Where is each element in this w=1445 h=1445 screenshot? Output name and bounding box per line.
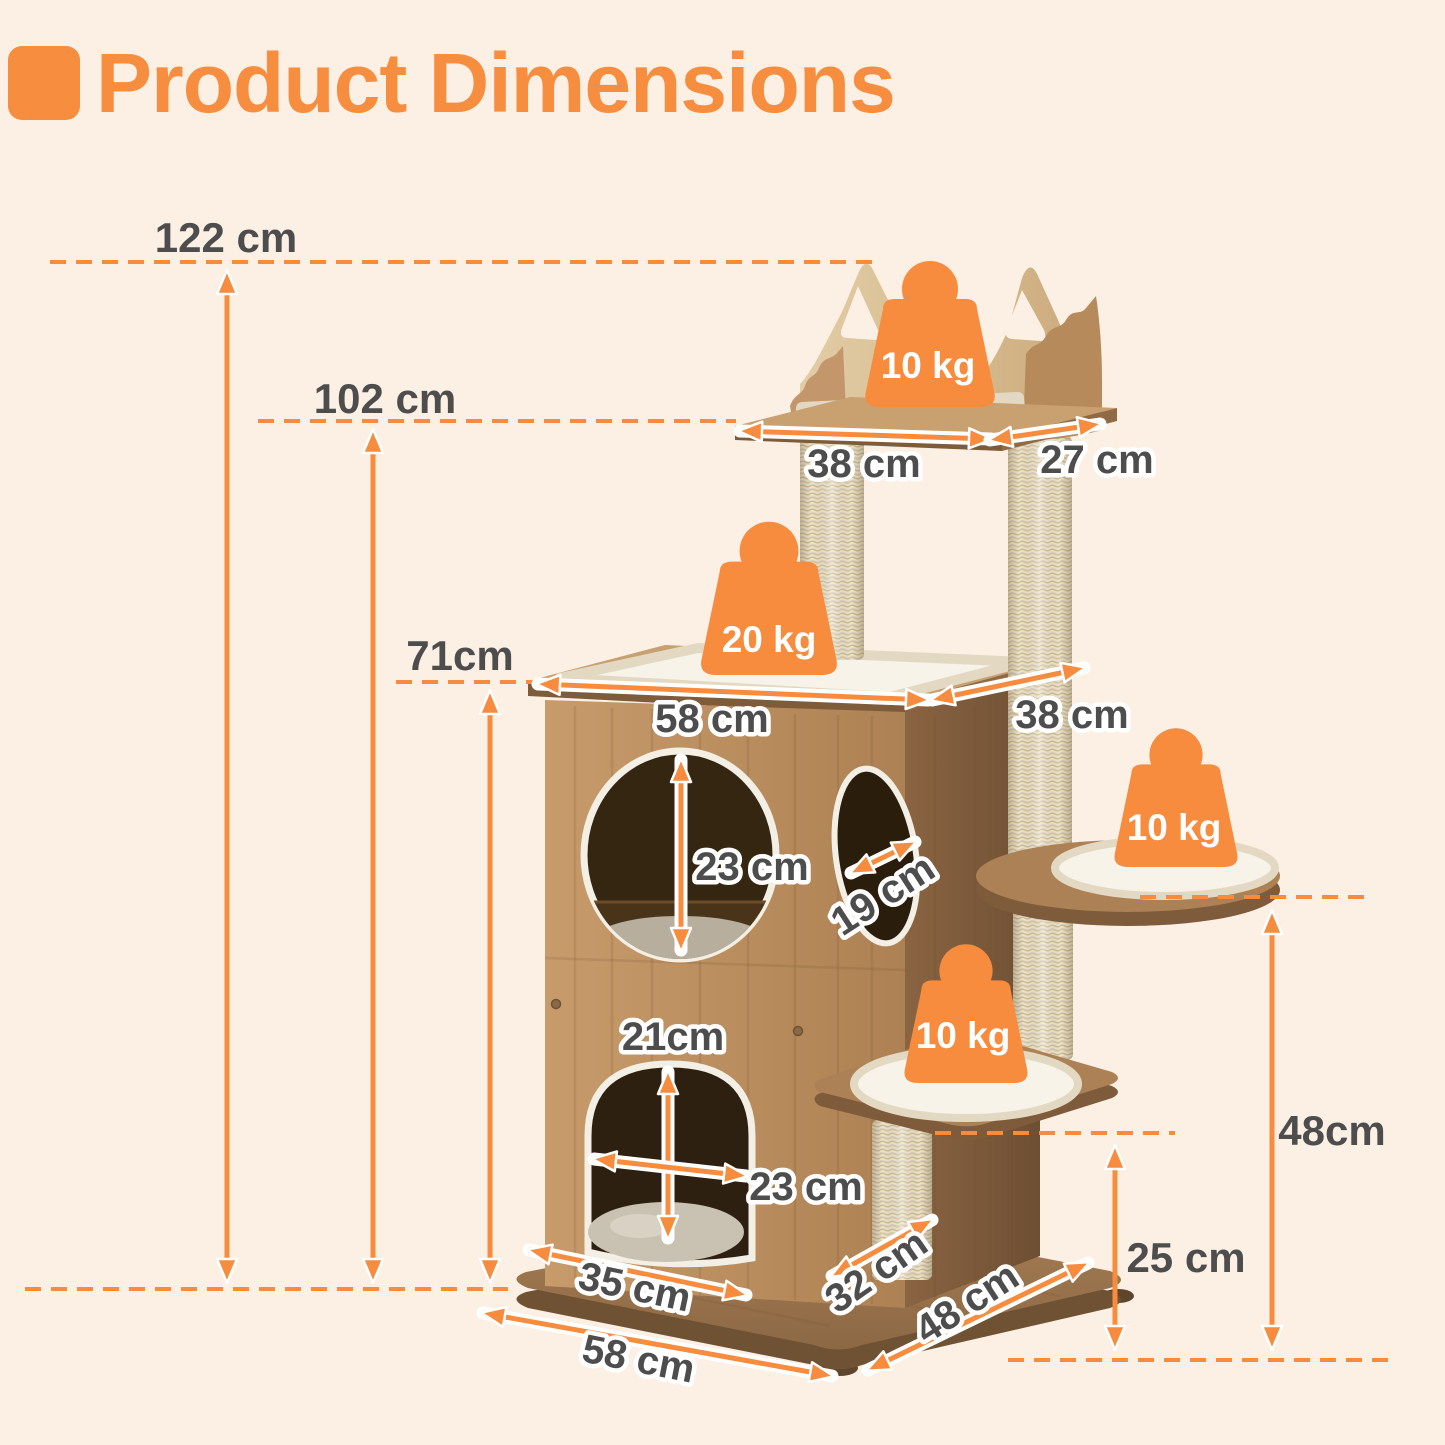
perch-right-side-wall: [1023, 296, 1102, 440]
dim-arrow-base-width: [476, 1305, 839, 1384]
weight-badge-top-perch: 10 kg: [865, 261, 995, 407]
dim-label-arch-width: 23 cm: [749, 1165, 862, 1209]
dim-label-top-perch-width: 38 cm: [807, 442, 920, 486]
scratching-post-middle: [1013, 900, 1073, 1060]
dim-arrow-house-top-width: [531, 673, 935, 711]
dim-label-house-top-width: 58 cm: [655, 697, 768, 741]
dim-arrow-house-top-depth: [925, 661, 1091, 707]
dim-label-top-perch-depth: 27 cm: [1040, 438, 1153, 482]
weight-badges: 10 kg 20 kg 10 kg 10 kg: [701, 261, 1238, 1083]
weight-badge-lower-platform: 10 kg: [904, 944, 1028, 1083]
dim-arrow-arch-width: [587, 1150, 753, 1185]
weight-badge-label: 10 kg: [916, 1015, 1011, 1056]
scratching-post-tall-right: [1008, 436, 1072, 862]
dim-label-total-height: 122 cm: [155, 214, 297, 261]
weight-badge-label: 10 kg: [881, 345, 976, 386]
dim-label-arch-height: 21cm: [622, 1015, 724, 1059]
dim-label-perch-height: 102 cm: [314, 375, 456, 422]
screw-dot: [792, 1025, 804, 1037]
page-header: Product Dimensions: [8, 36, 896, 130]
dim-label-house-height: 71cm: [406, 632, 513, 679]
left-ear-cutout: [840, 286, 880, 340]
title-bullet-square: [8, 46, 80, 120]
weight-badge-label: 20 kg: [722, 619, 817, 660]
screw-dot: [550, 998, 562, 1010]
right-ear-cutout: [1005, 290, 1046, 341]
dim-label-front-hole: 23 cm: [695, 845, 808, 889]
dim-arrow-base-depth: [861, 1256, 1095, 1377]
dim-arrow-house-base-width: [522, 1243, 753, 1302]
scratching-posts: [800, 436, 1073, 1280]
dim-arrow-house-base-depth: [825, 1213, 939, 1283]
dim-arrow-top-perch-width: [733, 420, 998, 450]
dim-label-house-top-depth: 38 cm: [1015, 693, 1128, 737]
dimension-annotations: 122 cm 102 cm 71cm 38 cm 27 cm 58 cm 38 …: [25, 214, 1392, 1396]
page-title: Product Dimensions: [96, 36, 895, 130]
weight-badge-side-platform: 10 kg: [1114, 728, 1238, 867]
dim-arrow-top-perch-depth: [983, 416, 1107, 448]
dim-label-lower-platform-height: 25 cm: [1126, 1234, 1245, 1281]
weight-badge-house-roof: 20 kg: [701, 521, 837, 675]
dim-label-side-platform-height: 48cm: [1278, 1107, 1385, 1154]
weight-badge-label: 10 kg: [1127, 807, 1222, 848]
dim-arrow-side-hole: [844, 835, 922, 880]
